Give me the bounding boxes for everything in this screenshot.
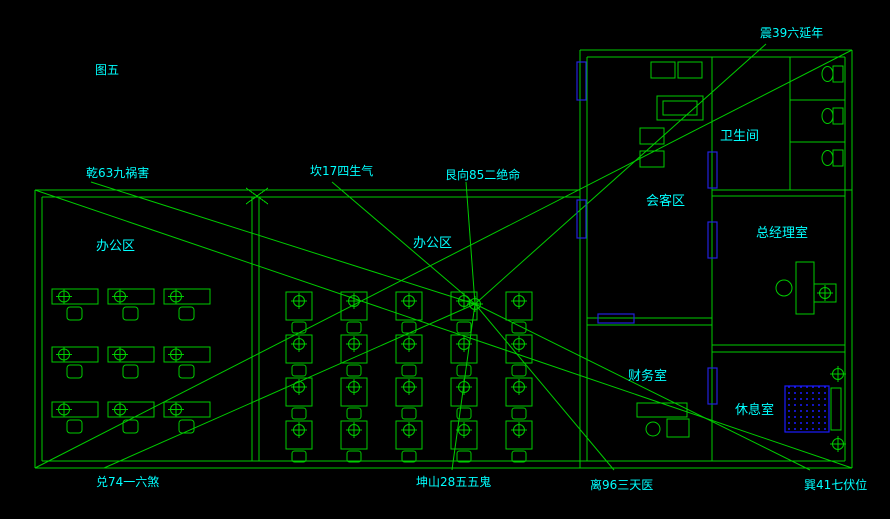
bathroom-fixtures bbox=[821, 65, 844, 167]
room-label-reception: 会客区 bbox=[646, 193, 685, 209]
rest-bed bbox=[784, 385, 830, 433]
left-office-workstations bbox=[51, 288, 211, 434]
finance-furniture bbox=[636, 402, 690, 438]
figure-title: 图五 bbox=[95, 63, 119, 77]
feng-shui-sector-lines bbox=[34, 43, 853, 471]
room-label-office-left: 办公区 bbox=[96, 239, 135, 254]
label-gen: 艮向85二绝命 bbox=[445, 167, 520, 182]
doors bbox=[576, 61, 718, 405]
label-qian: 乾63九祸害 bbox=[86, 165, 149, 180]
label-zhen: 震39六延年 bbox=[760, 26, 823, 40]
room-label-gm-office: 总经理室 bbox=[756, 225, 808, 241]
room-label-bathroom: 卫生间 bbox=[720, 129, 759, 144]
labels: 图五 乾63九祸害 坎17四生气 艮向85二绝命 震39六延年 兑74一六煞 坤… bbox=[86, 26, 867, 492]
reception-furniture bbox=[639, 61, 704, 168]
label-li: 离96三天医 bbox=[590, 477, 653, 492]
label-kan: 坎17四生气 bbox=[310, 163, 373, 178]
walls bbox=[34, 49, 853, 469]
room-label-finance: 财务室 bbox=[628, 368, 667, 384]
rest-room-furniture bbox=[784, 365, 847, 453]
room-label-office-middle: 办公区 bbox=[413, 236, 452, 251]
label-kun: 坤山28五五鬼 bbox=[416, 474, 491, 489]
gm-office-furniture bbox=[775, 261, 837, 315]
room-label-rest-room: 休息室 bbox=[735, 402, 774, 418]
label-xun: 巽41七伏位 bbox=[804, 477, 867, 492]
label-dui: 兑74一六煞 bbox=[96, 475, 159, 489]
